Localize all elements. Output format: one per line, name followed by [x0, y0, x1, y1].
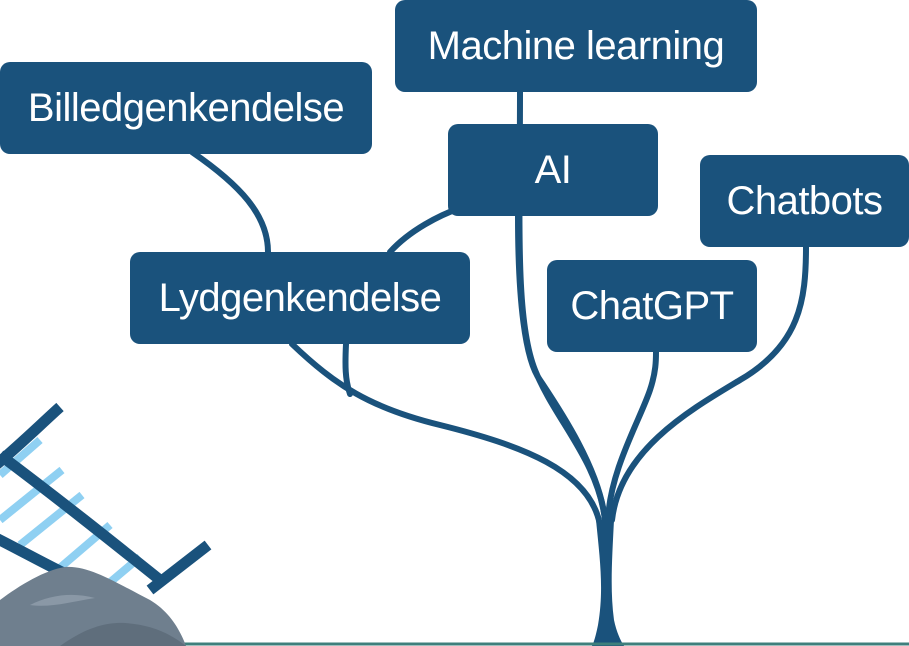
- node-chatgpt[interactable]: ChatGPT: [547, 260, 757, 352]
- node-chatbots[interactable]: Chatbots: [700, 155, 909, 247]
- branch-ai: [515, 213, 608, 523]
- branch-lydgenkendelse-b: [342, 341, 353, 397]
- branch-chatgpt: [605, 349, 659, 523]
- rock: [0, 566, 186, 646]
- branch-billedgenkendelse: [189, 149, 271, 255]
- branch-lydgenkendelse: [289, 341, 603, 528]
- node-machine-learning-label: Machine learning: [427, 24, 725, 68]
- ladder: [0, 402, 212, 606]
- tree-trunk: [592, 520, 624, 646]
- node-ai-label: AI: [534, 148, 572, 192]
- node-billedgenkendelse-label: Billedgenkendelse: [27, 86, 345, 130]
- node-billedgenkendelse[interactable]: Billedgenkendelse: [0, 62, 372, 154]
- branch-lyd-ai: [387, 205, 463, 255]
- branch-chatbots: [609, 244, 809, 523]
- node-lydgenkendelse[interactable]: Lydgenkendelse: [130, 252, 470, 344]
- node-lydgenkendelse-label: Lydgenkendelse: [158, 276, 442, 320]
- node-machine-learning[interactable]: Machine learning: [395, 0, 757, 92]
- node-chatbots-label: Chatbots: [726, 179, 883, 223]
- node-chatgpt-label: ChatGPT: [570, 284, 734, 328]
- node-ai[interactable]: AI: [448, 124, 658, 216]
